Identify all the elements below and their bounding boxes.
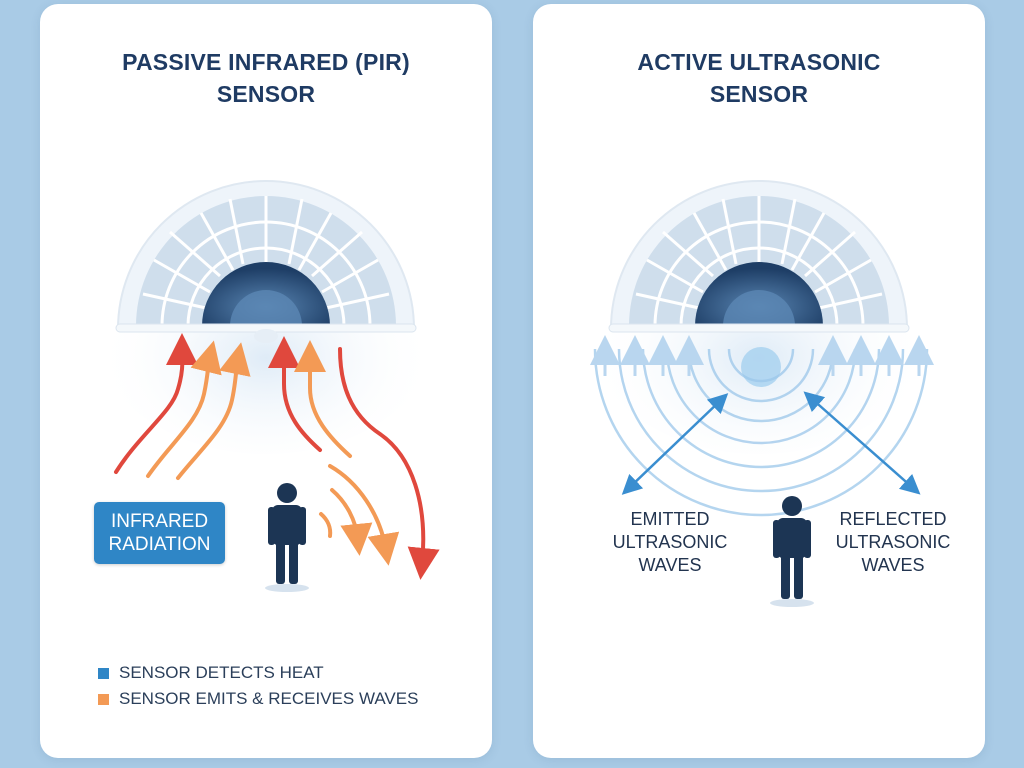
pir-title-line2: SENSOR [216, 81, 316, 107]
pir-title-line1: PASSIVE INFRARED (PIR) [122, 49, 410, 75]
legend-label: SENSOR EMITS & RECEIVES WAVES [119, 689, 419, 708]
legend-item-waves: SENSOR EMITS & RECEIVES WAVES [98, 686, 418, 712]
emitted-reflected-arrows [621, 391, 921, 495]
emitter-icon [741, 347, 781, 387]
reflected-line1: REFLECTED [839, 509, 947, 529]
upward-wave-arrows [590, 335, 934, 376]
sensor-dome-icon [589, 180, 929, 454]
legend-swatch-orange [98, 693, 109, 705]
ultrasonic-illustration [589, 180, 934, 607]
badge-line1: INFRARED [110, 511, 209, 532]
infrared-radiation-arrows [114, 333, 440, 580]
pir-illustration [96, 180, 440, 592]
person-icon [265, 483, 309, 592]
legend-item-heat: SENSOR DETECTS HEAT [98, 660, 418, 686]
person-icon [770, 496, 814, 607]
reflected-waves-label: REFLECTED ULTRASONIC WAVES [818, 508, 968, 577]
pir-title: PASSIVE INFRARED (PIR) SENSOR [40, 46, 492, 110]
emitted-line1: EMITTED [630, 509, 710, 529]
reflected-line3: WAVES [861, 555, 925, 575]
ultrasonic-title: ACTIVE ULTRASONIC SENSOR [533, 46, 985, 110]
infrared-radiation-badge: INFRARED RADIATION [94, 502, 225, 564]
pir-sensor-panel: PASSIVE INFRARED (PIR) SENSOR [40, 4, 492, 758]
legend: SENSOR DETECTS HEAT SENSOR EMITS & RECEI… [98, 660, 418, 712]
reflected-line2: ULTRASONIC [835, 532, 951, 552]
emitted-waves-label: EMITTED ULTRASONIC WAVES [595, 508, 745, 577]
legend-label: SENSOR DETECTS HEAT [119, 663, 324, 682]
emitted-line3: WAVES [638, 555, 702, 575]
badge-line2: RADIATION [108, 534, 211, 555]
ultrasonic-sensor-panel: ACTIVE ULTRASONIC SENSOR [533, 4, 985, 758]
sensor-dome-icon [96, 180, 436, 454]
ultrasonic-title-line2: SENSOR [709, 81, 809, 107]
legend-swatch-blue [98, 667, 109, 679]
emitted-line2: ULTRASONIC [612, 532, 728, 552]
ultrasonic-title-line1: ACTIVE ULTRASONIC [637, 49, 881, 75]
